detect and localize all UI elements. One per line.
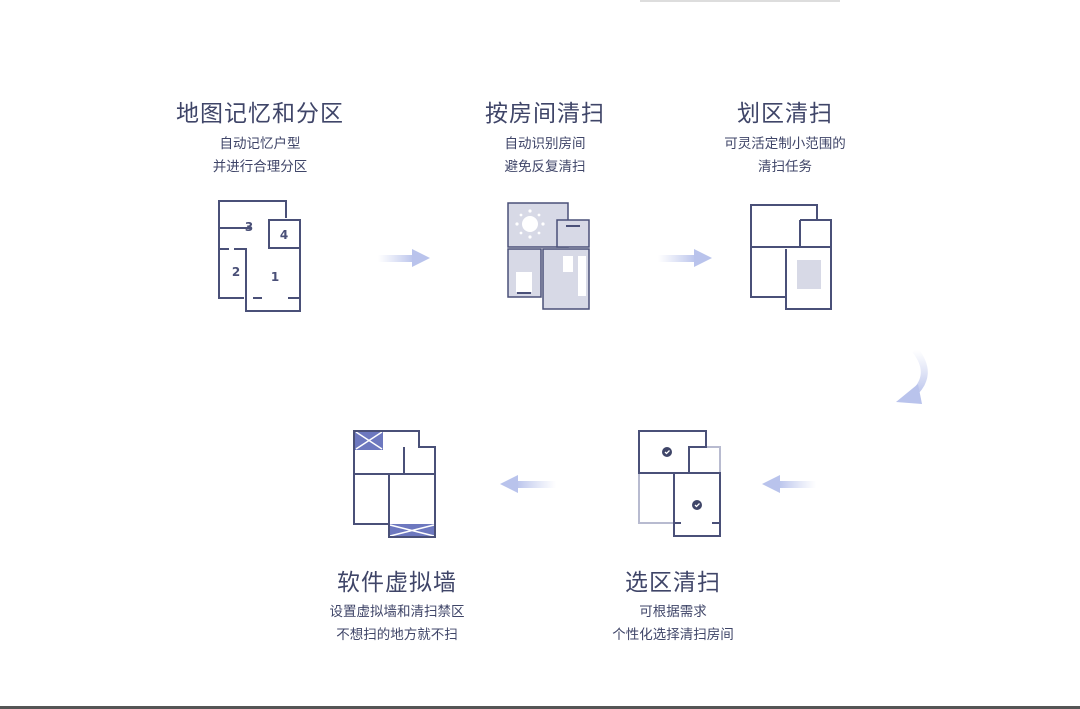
room-label-2: 2 — [232, 265, 240, 279]
step4-line1: 可根据需求 — [639, 604, 707, 620]
step3-title: 划区清扫 — [737, 101, 833, 127]
step2-line1: 自动识别房间 — [504, 136, 586, 152]
step2-title: 按房间清扫 — [485, 101, 605, 127]
room-label-1: 1 — [271, 270, 279, 284]
step5-desc: 设置虚拟墙和清扫禁区不想扫的地方就不扫 — [267, 601, 527, 647]
arrow-left-icon — [762, 475, 816, 493]
step5-title: 软件虚拟墙 — [337, 570, 457, 596]
step2-line2: 避免反复清扫 — [504, 159, 586, 175]
step4-title: 选区清扫 — [625, 570, 721, 596]
arrow-right-icon — [658, 249, 712, 267]
check-icon — [662, 447, 672, 457]
step3-line2: 清扫任务 — [758, 159, 812, 175]
step2-desc: 自动识别房间避免反复清扫 — [415, 133, 675, 179]
arrow-left-icon — [500, 475, 556, 493]
step3-desc: 可灵活定制小范围的清扫任务 — [655, 133, 915, 179]
bottom-edge — [0, 706, 1080, 709]
room-label-4: 4 — [280, 228, 288, 242]
step5-line2: 不想扫的地方就不扫 — [336, 627, 458, 643]
step1-line1: 自动记忆户型 — [219, 136, 301, 152]
step5-line1: 设置虚拟墙和清扫禁区 — [329, 604, 465, 620]
step1-title: 地图记忆和分区 — [176, 101, 344, 127]
step1-desc: 自动记忆户型并进行合理分区 — [130, 133, 390, 179]
check-icon — [692, 500, 702, 510]
sun-icon — [522, 216, 538, 232]
top-edge — [640, 0, 840, 2]
arrow-right-icon — [378, 249, 430, 267]
step3-line1: 可灵活定制小范围的 — [724, 136, 846, 152]
room-label-3: 3 — [245, 220, 253, 234]
arrow-curved-down-icon — [896, 347, 928, 404]
step4-line2: 个性化选择清扫房间 — [612, 627, 734, 643]
step1-line2: 并进行合理分区 — [212, 159, 308, 175]
step4-desc: 可根据需求个性化选择清扫房间 — [543, 601, 803, 647]
